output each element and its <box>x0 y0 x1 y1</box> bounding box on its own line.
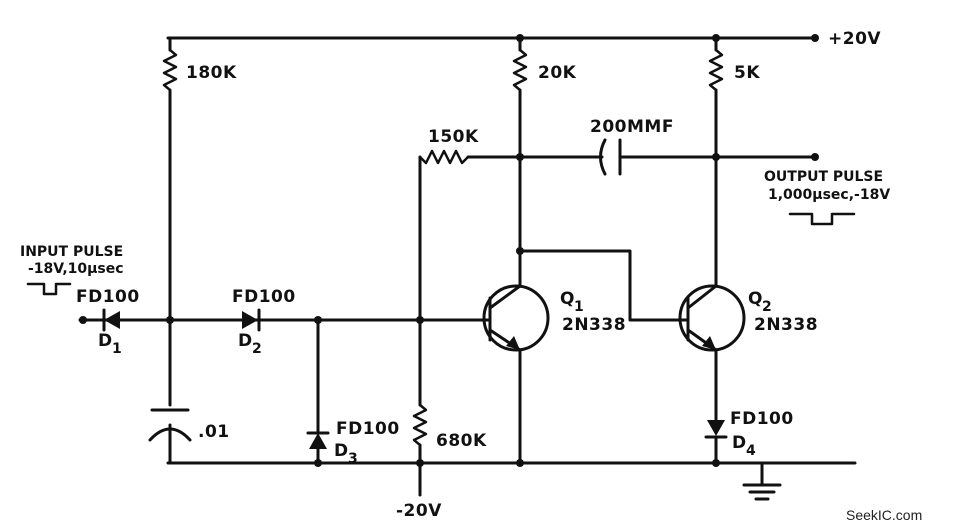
diode-d1-sub: 1 <box>112 341 122 357</box>
input-pulse-spec: -18V,10μsec <box>28 261 124 277</box>
transistor-q1 <box>482 284 550 352</box>
resistor-20k-label: 20K <box>538 63 577 83</box>
diode-d4-sub: 4 <box>746 443 756 459</box>
diode-d4-ref: D <box>732 433 747 453</box>
resistor-150k-label: 150K <box>428 127 479 147</box>
q1-ref: Q <box>560 289 575 309</box>
resistor-680k-label: 680K <box>436 431 487 451</box>
capacitor-001-label: .01 <box>198 422 230 442</box>
capacitor-200mmf-label: 200MMF <box>590 117 674 137</box>
diode-d1 <box>102 308 120 332</box>
q1-sub: 1 <box>574 299 584 315</box>
q2-part: 2N338 <box>754 315 818 335</box>
input-pulse-title: INPUT PULSE <box>20 244 123 260</box>
diode-d2 <box>242 308 261 332</box>
resistor-680k <box>412 318 428 497</box>
diode-d3 <box>306 318 330 465</box>
resistor-5k-label: 5K <box>734 63 760 83</box>
q2-ref: Q <box>748 289 763 309</box>
output-pulse-waveform <box>788 212 856 226</box>
capacitor-001 <box>148 408 192 465</box>
diode-d2-part: FD100 <box>232 287 296 307</box>
diode-d1-ref: D <box>98 331 113 351</box>
q1-to-q2-coupling <box>518 249 690 322</box>
resistor-150k <box>418 149 522 322</box>
resistor-180k-label: 180K <box>186 63 237 83</box>
transistor-q2 <box>678 284 746 352</box>
junction-680k <box>416 459 424 467</box>
diode-d1-part: FD100 <box>76 287 140 307</box>
junction-input <box>166 316 174 324</box>
positive-supply-terminal <box>811 34 819 42</box>
diode-d4 <box>704 348 728 465</box>
watermark: SeekIC.com <box>846 507 922 523</box>
q1-part: 2N338 <box>562 315 626 335</box>
resistor-180k <box>162 36 178 407</box>
output-pulse-spec: 1,000μsec,-18V <box>768 187 890 203</box>
output-terminal <box>811 153 819 161</box>
ground-icon <box>742 461 782 501</box>
output-pulse-title: OUTPUT PULSE <box>764 169 883 185</box>
q2-sub: 2 <box>762 299 772 315</box>
resistor-5k <box>708 36 724 288</box>
diode-d2-sub: 2 <box>252 341 262 357</box>
input-terminal <box>79 316 87 324</box>
input-pulse-waveform <box>26 282 72 296</box>
positive-rail <box>166 34 819 42</box>
ground-rail <box>166 459 857 467</box>
diode-d3-ref: D <box>334 441 349 461</box>
diode-d4-part: FD100 <box>730 409 794 429</box>
diode-d3-sub: 3 <box>348 451 358 467</box>
negative-supply-label: -20V <box>396 501 442 521</box>
diode-d2-ref: D <box>238 331 253 351</box>
positive-supply-label: +20V <box>828 29 881 49</box>
diode-d3-part: FD100 <box>336 419 400 439</box>
